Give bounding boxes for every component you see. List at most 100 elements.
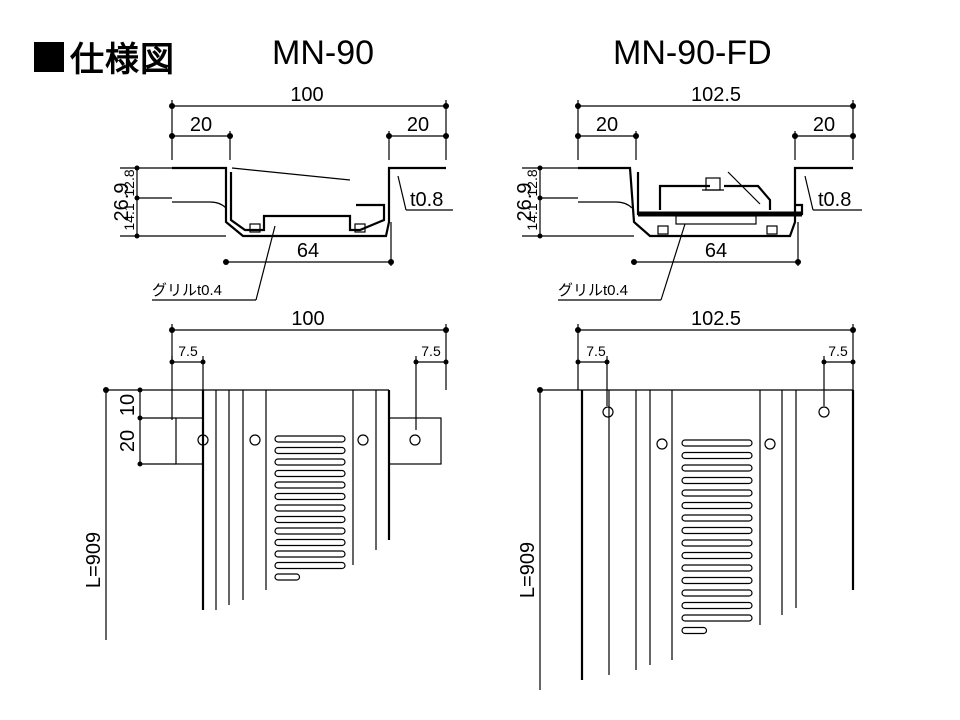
grill-slot: [681, 489, 753, 497]
grill-slot: [274, 469, 346, 478]
grill-slot: [274, 538, 346, 547]
dim-flange-left: 20: [596, 114, 618, 136]
frame-hook: [727, 171, 761, 205]
grill-slot: [274, 550, 346, 558]
dim-dot: [631, 259, 637, 265]
dim-length: L=909: [517, 542, 539, 598]
mount-hole: [409, 434, 421, 446]
dim-dot: [137, 415, 143, 421]
dim-dot: [443, 359, 449, 365]
grill-slot: [274, 458, 346, 466]
dim-dot: [137, 461, 143, 467]
dim-dot: [850, 103, 856, 109]
grill-slot: [681, 464, 753, 472]
dim-dot: [575, 133, 581, 139]
dim-dot: [443, 103, 449, 109]
dim-width-total: 100: [291, 308, 324, 330]
dim-dot: [792, 133, 798, 139]
dim-dot: [137, 387, 143, 393]
section-mn90: 100 20 20 26.9 12.8 14.1 t0.8: [111, 84, 453, 301]
dim-dot: [443, 133, 449, 139]
dim-width-total: 102.5: [691, 84, 741, 106]
slot-grid: [681, 439, 753, 635]
inner-curve: [209, 201, 227, 209]
dim-hole-left: 7.5: [178, 343, 198, 359]
channel-profile: [578, 166, 853, 238]
mount-hole: [764, 438, 776, 450]
dim-hole-left: 7.5: [586, 343, 606, 359]
thickness-leader: [804, 175, 814, 211]
grill-slot: [681, 439, 753, 447]
dim-inner-width: 64: [297, 240, 319, 262]
grill-slot: [681, 514, 753, 522]
grill-slot: [274, 504, 346, 512]
dim-height-total: 26.9: [514, 183, 536, 222]
dim-dot: [604, 359, 610, 365]
dim-dot: [575, 103, 581, 109]
dim-hole-right: 7.5: [421, 343, 441, 359]
bolt-right: [766, 225, 778, 235]
mount-tab-right: [388, 417, 442, 465]
dim-hole-right: 7.5: [828, 343, 848, 359]
dim-height-lower: 14.1: [121, 203, 137, 230]
frame-bolt: [705, 177, 721, 191]
dim-dot: [575, 359, 581, 365]
mount-tab-left: [175, 417, 204, 465]
grill-slot: [681, 576, 753, 585]
dim-width-total: 100: [290, 84, 323, 106]
grill-slot: [274, 435, 346, 443]
dim-dot: [227, 133, 233, 139]
dim-dot: [134, 165, 140, 171]
grill-slot: [681, 539, 753, 547]
dim-dot: [413, 359, 419, 365]
grill-slot: [681, 526, 753, 535]
dim-dot: [537, 195, 543, 201]
dim-dot: [850, 359, 856, 365]
grill-slot: [681, 626, 708, 635]
channel-profile: [172, 166, 446, 238]
dim-dot: [575, 327, 581, 333]
dim-length: L=909: [83, 532, 105, 588]
grill-slot: [681, 601, 753, 610]
grill-leader: [255, 225, 276, 301]
frame-bracket: [658, 184, 772, 210]
dim-dot: [795, 259, 801, 265]
grill-slot: [681, 614, 753, 622]
dim-dot: [537, 233, 543, 239]
grill-slot: [681, 501, 753, 510]
dim-dot: [134, 233, 140, 239]
dim-height-lower: 14.1: [524, 203, 540, 230]
model-title-mn90: MN-90: [272, 34, 375, 72]
dim-dot: [537, 387, 543, 393]
grill-slot: [681, 476, 753, 485]
thickness-label: t0.8: [818, 189, 851, 211]
dim-dot: [443, 327, 449, 333]
dim-dot: [169, 327, 175, 333]
mount-hole: [602, 406, 614, 418]
bolt-right: [354, 223, 366, 233]
grill-slot: [274, 492, 346, 501]
bolt-left: [657, 225, 669, 235]
dim-dot: [386, 133, 392, 139]
grill-plate: [675, 215, 757, 225]
grill-label: グリルt0.4: [152, 282, 222, 299]
slot-grid: [274, 435, 346, 581]
channel-inner-profile: [229, 172, 386, 232]
mount-hole: [249, 434, 261, 446]
grill-slot: [681, 564, 753, 572]
square-bullet-icon: [34, 41, 64, 72]
grill-slot: [274, 515, 346, 524]
dim-dot: [169, 359, 175, 365]
mount-hole: [357, 434, 369, 446]
dim-dot: [169, 133, 175, 139]
dim-dot: [850, 327, 856, 333]
dim-height-upper: 12.8: [524, 169, 540, 196]
dim-tab-height: 20: [117, 430, 139, 452]
dim-dot: [169, 103, 175, 109]
heading-label: 仕様図: [70, 40, 175, 80]
dim-dot: [223, 259, 229, 265]
inner-curve: [615, 201, 633, 209]
model-title-mn90fd: MN-90-FD: [613, 34, 772, 72]
dim-width-total: 102.5: [691, 308, 741, 330]
grill-slot: [274, 573, 301, 581]
